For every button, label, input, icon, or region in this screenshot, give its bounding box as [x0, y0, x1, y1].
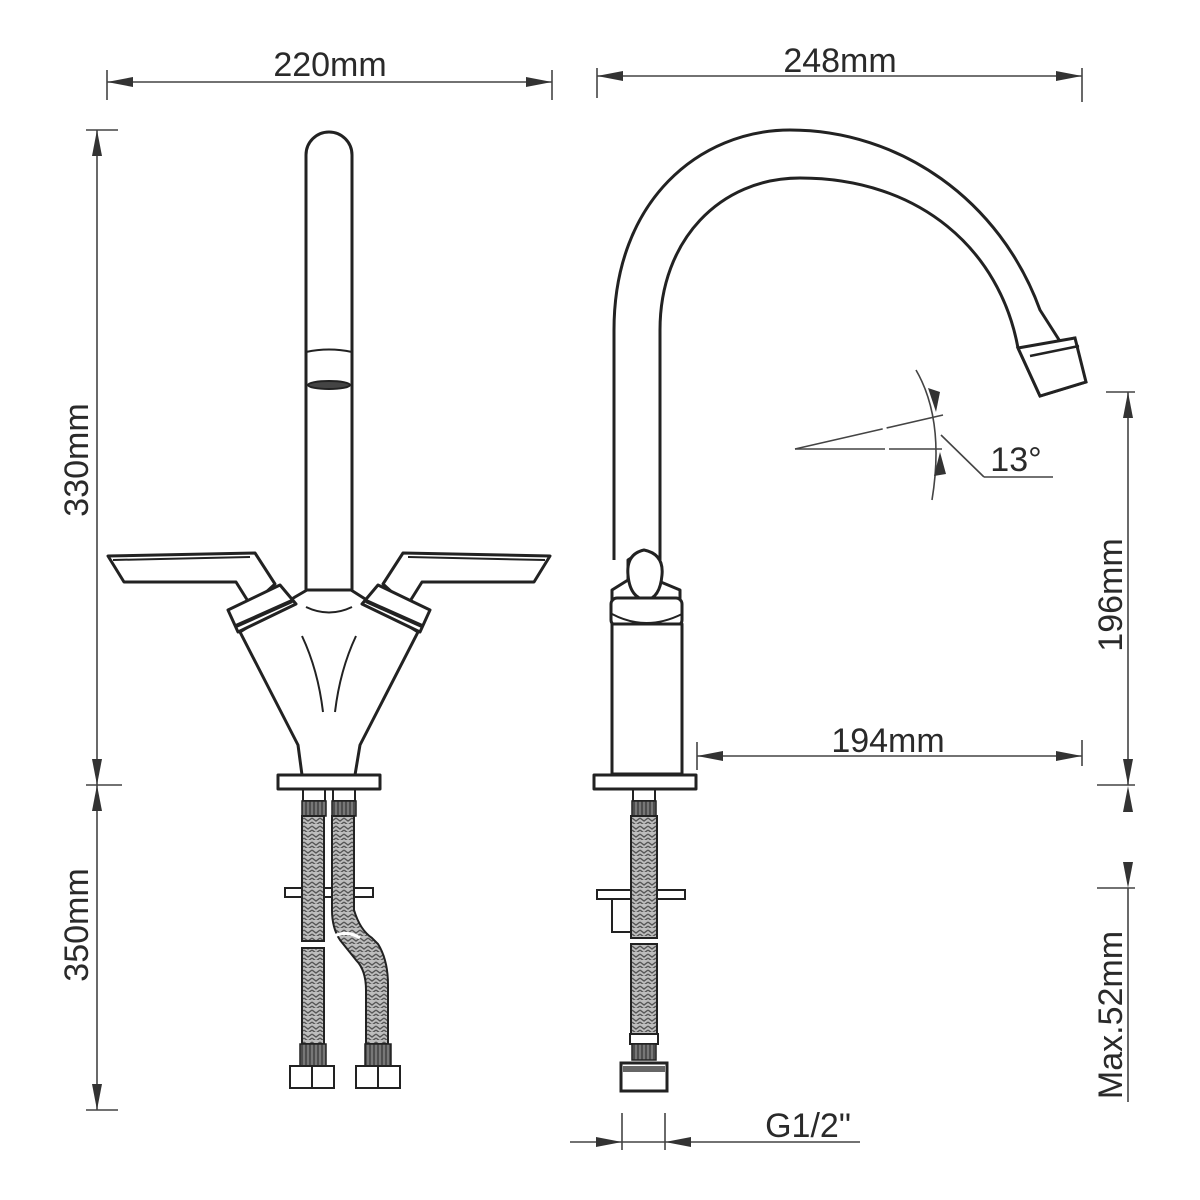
thread-g12-label: G1/2": [765, 1107, 851, 1145]
width-248-label: 248mm: [783, 42, 896, 80]
tap-body-front: [238, 588, 420, 777]
front-view: 220mm 330mm 350mm: [58, 46, 553, 1111]
hose-350-label: 350mm: [58, 868, 96, 981]
left-lever-handle: [106, 551, 298, 634]
width-220-label: 220mm: [273, 46, 386, 84]
hoses-front: [284, 788, 401, 1089]
base-plate-side: [592, 773, 698, 791]
spout-front: [304, 130, 354, 590]
right-lever-handle: [360, 551, 552, 634]
reach-194-label: 194mm: [831, 722, 944, 760]
tap-body-side: [609, 548, 684, 776]
angle-annotation: 13°: [794, 369, 1053, 501]
dimension-220mm: 220mm: [106, 46, 553, 100]
height-196-label: 196mm: [1092, 538, 1130, 651]
dimension-max52mm: Max.52mm: [1092, 786, 1135, 1102]
base-plate-front: [276, 773, 382, 791]
angle-13-label: 13°: [990, 441, 1041, 479]
dimension-194mm: 194mm: [696, 722, 1083, 770]
gooseneck-spout: [612, 128, 1088, 560]
dimension-330mm: 330mm: [58, 129, 122, 786]
dimension-196mm: 196mm: [1092, 391, 1135, 786]
height-330-label: 330mm: [58, 403, 96, 516]
max52-label: Max.52mm: [1092, 931, 1130, 1099]
dimension-thread: G1/2": [570, 1107, 860, 1150]
dimension-350mm: 350mm: [58, 785, 118, 1111]
side-view: 248mm 13°: [570, 42, 1135, 1150]
hose-side: [596, 788, 686, 1093]
dimension-248mm: 248mm: [596, 42, 1083, 102]
